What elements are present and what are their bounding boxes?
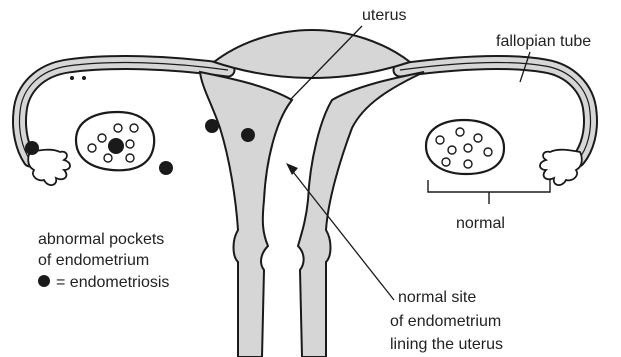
legend-spot-icon xyxy=(38,275,50,287)
right-ovary xyxy=(426,120,504,174)
right-fimbriae xyxy=(540,150,582,185)
abnormal-pockets-line3: = endometriosis xyxy=(56,274,169,291)
tube-dot xyxy=(82,76,86,80)
normal-site-line1: normal site xyxy=(398,289,476,306)
left-uterine-wall xyxy=(200,72,292,357)
abnormal-pockets-line2: of endometrium xyxy=(38,252,149,269)
fallopian-tube-label: fallopian tube xyxy=(496,33,591,50)
endometriosis-spot xyxy=(205,119,219,133)
normal-site-line3: lining the uterus xyxy=(390,336,503,353)
left-ovary xyxy=(76,112,154,170)
normal-site-line2: of endometrium xyxy=(390,313,501,330)
endometriosis-spot xyxy=(108,138,124,154)
normal-site-arrowhead xyxy=(286,163,298,175)
endometriosis-spot xyxy=(25,141,39,155)
tube-dot xyxy=(70,76,74,80)
endometriosis-spot xyxy=(241,128,255,142)
normal-bracket xyxy=(428,180,550,192)
uterus-fundus xyxy=(214,30,410,78)
left-fimbriae xyxy=(28,150,70,185)
endometriosis-spot xyxy=(159,161,173,175)
abnormal-pockets-line1: abnormal pockets xyxy=(38,231,164,248)
normal-label: normal xyxy=(456,215,505,232)
uterus-label: uterus xyxy=(362,7,406,24)
